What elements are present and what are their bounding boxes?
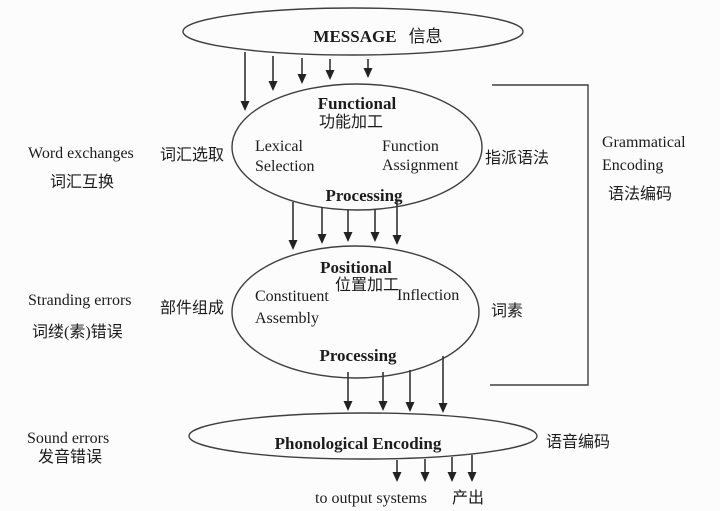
sound-errors-label: Sound errors <box>27 430 109 447</box>
arrow-head <box>378 401 388 411</box>
functional-title: Functional <box>318 94 397 113</box>
arrows-phonological-to-output <box>392 455 477 482</box>
arrow-head <box>438 403 448 413</box>
functional-title-zh: 功能加工 <box>319 113 383 131</box>
function-label: Function <box>382 138 439 155</box>
word-exchanges-label: Word exchanges <box>28 145 134 162</box>
output-systems-label: to output systems <box>315 490 427 507</box>
function-assignment-zh-label: 指派语法 <box>485 149 549 167</box>
lexical-selection-zh-label: 词汇选取 <box>160 146 224 164</box>
inflection-zh-label: 词素 <box>491 302 523 320</box>
positional-processing-label: Processing <box>319 346 397 365</box>
arrow-head <box>268 81 278 91</box>
arrow-head <box>363 68 373 78</box>
arrow-head <box>297 74 307 84</box>
functional-processing-label: Processing <box>325 186 403 205</box>
output-zh-label: 产出 <box>452 489 484 507</box>
word-exchanges-zh-label: 词汇互换 <box>50 173 114 191</box>
selection-label: Selection <box>255 158 315 175</box>
assembly-label: Assembly <box>255 310 319 327</box>
positional-processing-ellipse <box>231 245 480 379</box>
message-label: MESSAGE 信息 <box>313 27 442 46</box>
inflection-label: Inflection <box>397 287 459 304</box>
arrow-head <box>317 234 327 244</box>
functional-processing-ellipse <box>231 83 483 211</box>
arrow-head <box>392 472 402 482</box>
arrow-head <box>392 235 402 245</box>
arrows-message-to-functional <box>240 52 373 111</box>
arrow-head <box>325 70 335 80</box>
phonological-encoding-zh-label: 语音编码 <box>546 433 610 451</box>
arrow-head <box>240 101 250 111</box>
grammatical-encoding-bracket <box>490 84 589 386</box>
message-ellipse <box>182 7 524 56</box>
phonological-title: Phonological Encoding <box>275 434 442 453</box>
assignment-label: Assignment <box>382 157 459 174</box>
arrows-positional-to-phonological <box>343 356 448 413</box>
grammatical-encoding-line2: Encoding <box>602 157 663 174</box>
sound-errors-zh-label: 发音错误 <box>38 448 102 466</box>
arrow-head <box>288 240 298 250</box>
arrow-head <box>420 472 430 482</box>
lexical-label: Lexical <box>255 138 304 155</box>
arrow-head <box>370 232 380 242</box>
arrow-head <box>405 402 415 412</box>
arrow-head <box>343 401 353 411</box>
stranding-errors-zh-label: 词缕(素)错误 <box>32 323 123 341</box>
grammatical-encoding-zh-label: 语法编码 <box>608 185 672 203</box>
phonological-encoding-ellipse <box>188 412 538 460</box>
arrows-functional-to-positional <box>288 200 402 250</box>
arrow-head <box>447 472 457 482</box>
stranding-errors-label: Stranding errors <box>28 292 132 309</box>
arrow-head <box>467 472 477 482</box>
positional-title-zh: 位置加工 <box>335 276 399 294</box>
positional-title: Positional <box>320 258 392 277</box>
constituent-assembly-zh-label: 部件组成 <box>160 299 224 317</box>
grammatical-encoding-line1: Grammatical <box>602 134 686 151</box>
message-label-en: MESSAGE <box>313 27 396 46</box>
message-label-zh: 信息 <box>409 27 443 46</box>
constituent-label: Constituent <box>255 288 329 305</box>
arrow-head <box>343 232 353 242</box>
